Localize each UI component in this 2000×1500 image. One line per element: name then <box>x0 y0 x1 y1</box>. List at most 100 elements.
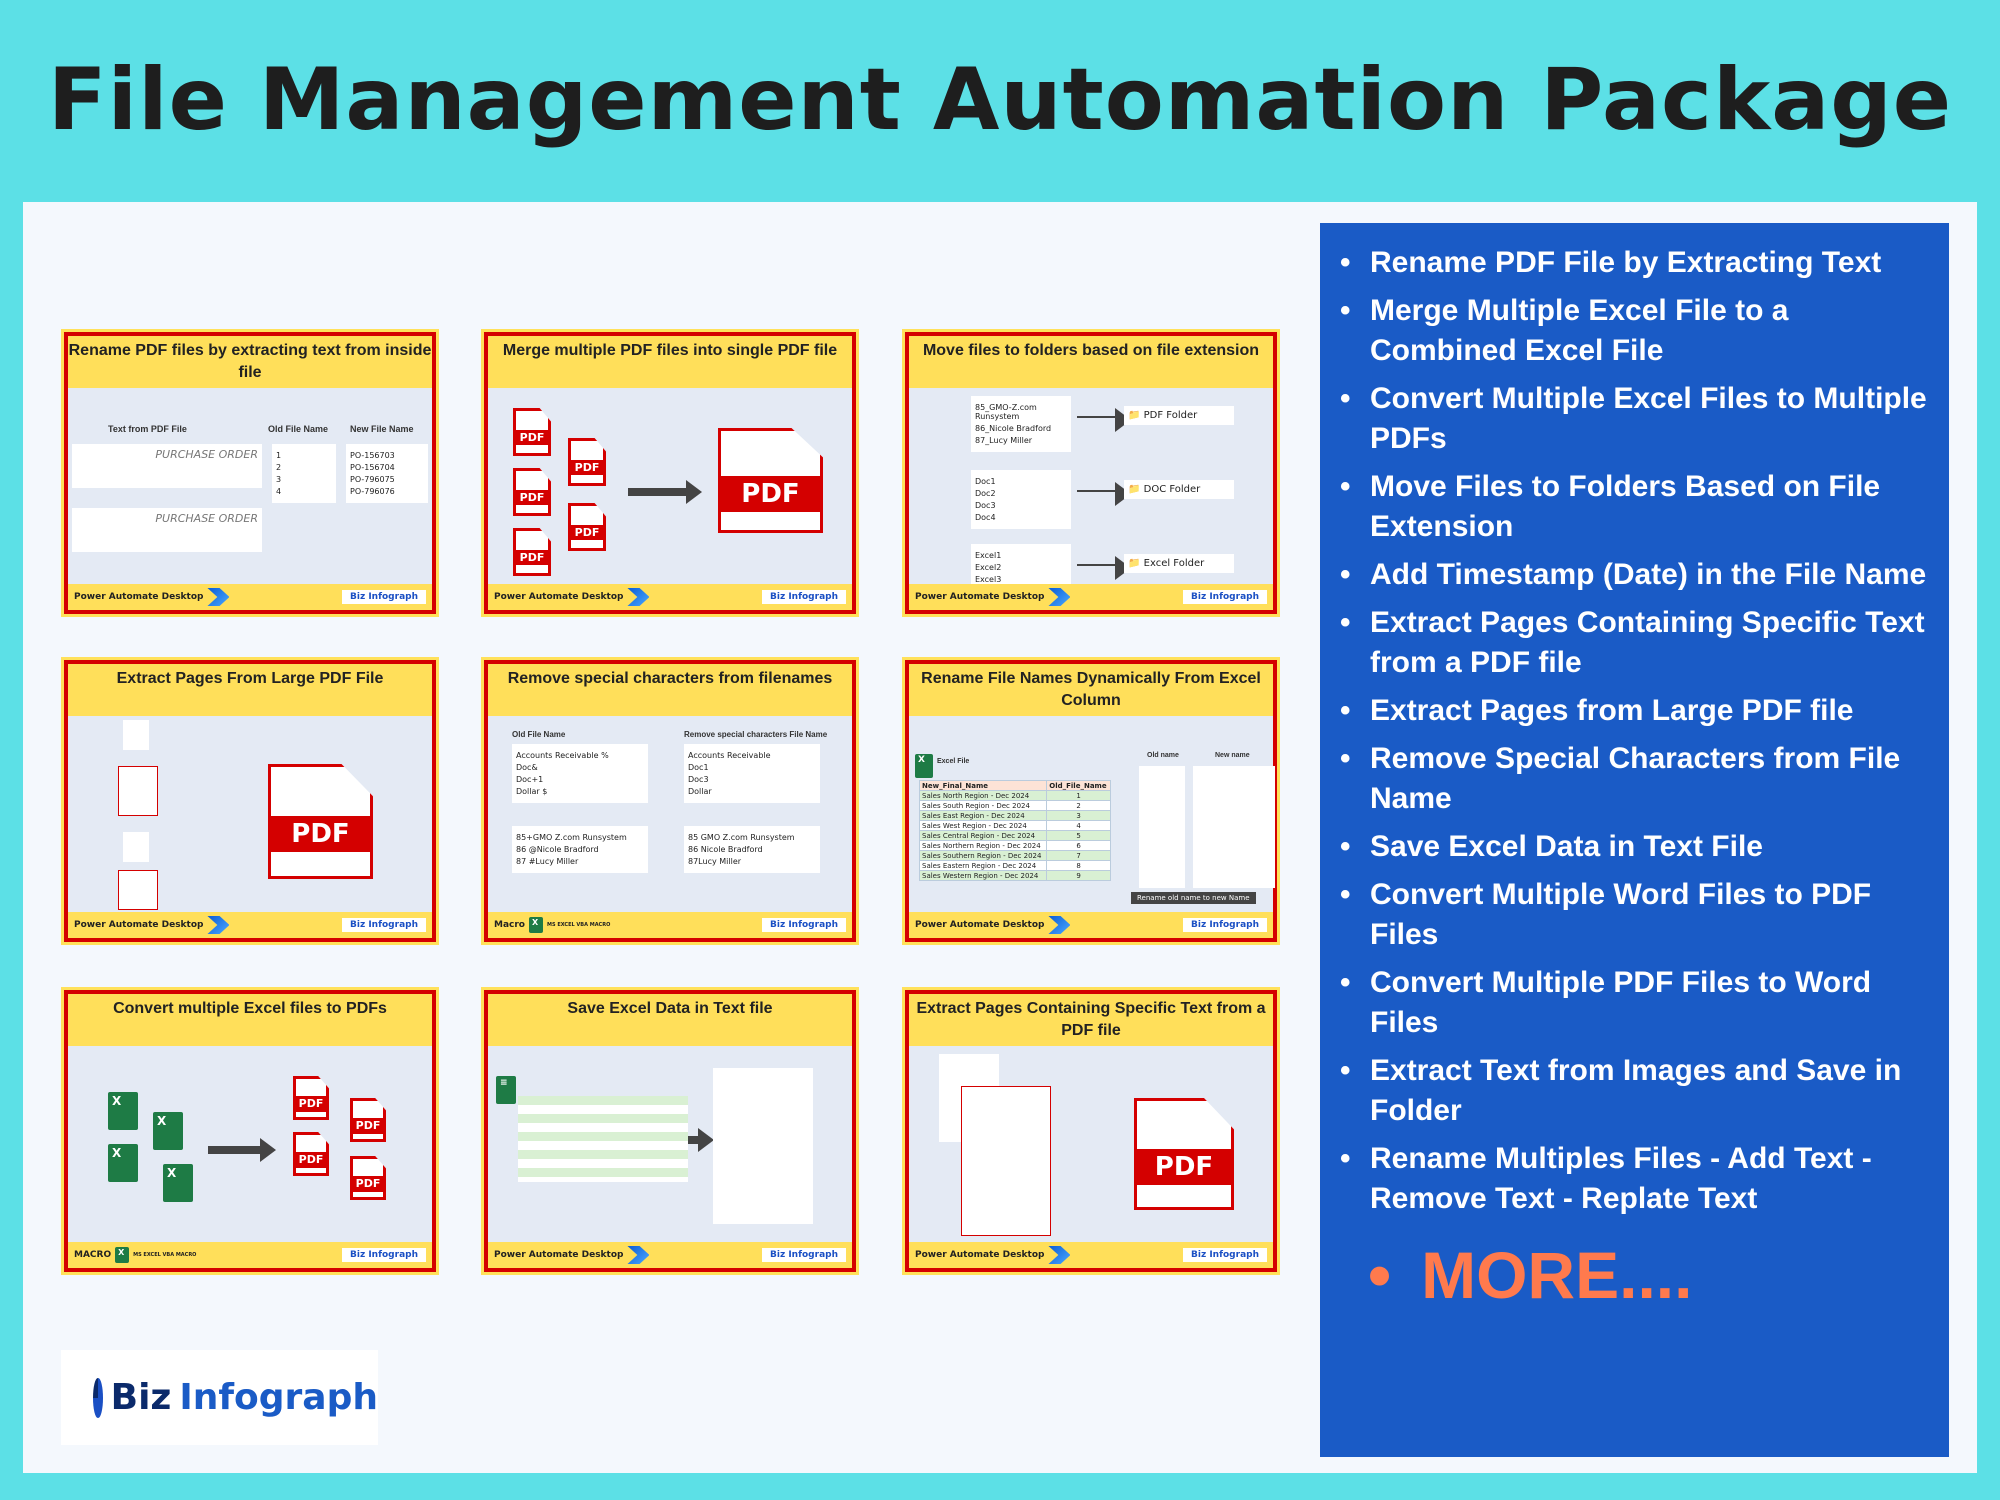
card-footer: Power Automate Desktop Biz Infograph <box>68 912 432 938</box>
card-illustration: Text from PDF File Old File Name New Fil… <box>68 388 432 584</box>
pdf-icon: PDF <box>268 764 373 879</box>
arrow <box>1077 408 1131 432</box>
file-name: 3 <box>276 475 282 484</box>
excel-label: Excel File <box>937 758 970 765</box>
biz-infograph-badge: Biz Infograph <box>1183 1248 1267 1262</box>
folder: 📁 Excel Folder <box>1124 554 1234 573</box>
pdf-icon: PDF <box>568 503 606 551</box>
power-automate-icon <box>1048 1246 1071 1264</box>
biz-infograph-badge: Biz Infograph <box>342 918 426 932</box>
page-title: File Management Automation Package <box>47 50 1953 150</box>
footer-label: Macro <box>494 920 525 930</box>
card-title: Extract Pages Containing Specific Text f… <box>909 994 1273 1046</box>
pdf-icon: PDF <box>513 468 551 516</box>
footer-label: Power Automate Desktop <box>494 1250 624 1260</box>
arrow <box>628 480 702 504</box>
biz-infograph-badge: Biz Infograph <box>342 590 426 604</box>
card-title: Remove special characters from filenames <box>488 664 852 716</box>
power-automate-icon <box>1048 916 1071 934</box>
file-name: 2 <box>276 463 282 472</box>
new-list <box>1193 766 1275 888</box>
file-name: PO-796076 <box>350 487 395 496</box>
col-label: Old File Name <box>512 730 566 739</box>
file-name: 85+GMO Z.com Runsystem <box>516 833 627 842</box>
file-name: 87Lucy Miller <box>688 857 742 866</box>
card-title: Extract Pages From Large PDF File <box>68 664 432 716</box>
card-title: Save Excel Data in Text file <box>488 994 852 1046</box>
card-illustration: PDF <box>909 1046 1273 1242</box>
power-automate-icon <box>207 588 230 606</box>
power-automate-icon <box>207 916 230 934</box>
file-name: 86 @Nicole Bradford <box>516 845 599 854</box>
col-label: New File Name <box>350 424 414 434</box>
excel-icon: X <box>915 754 933 778</box>
file-name: Dollar <box>688 787 712 796</box>
file-name: PO-156703 <box>350 451 395 460</box>
page-thumb <box>118 766 158 816</box>
feature-item: Rename Multiples Files - Add Text - Remo… <box>1340 1139 1927 1219</box>
file-name: 85_GMO-Z.com Runsystem <box>975 403 1037 421</box>
file-name: 87 #Lucy Miller <box>516 857 579 866</box>
feature-card: Save Excel Data in Text file ≡ Power Autom… <box>484 990 856 1272</box>
old-list <box>1139 766 1185 888</box>
card-illustration: ≡ <box>488 1046 852 1242</box>
footer-label: Power Automate Desktop <box>74 920 204 930</box>
pdf-icon: PDF <box>350 1098 386 1142</box>
logo-word1: Biz <box>110 1377 172 1418</box>
rename-arrow: Rename old name to new Name <box>1131 892 1256 904</box>
feature-item: Extract Text from Images and Save in Fol… <box>1340 1051 1927 1131</box>
file-name: 4 <box>276 487 282 496</box>
feature-item: Move Files to Folders Based on File Exte… <box>1340 467 1927 547</box>
pdf-icon: PDF <box>293 1132 329 1176</box>
feature-item: Convert Multiple Word Files to PDF Files <box>1340 875 1927 955</box>
purchase-order-doc: PURCHASE ORDER <box>72 444 262 488</box>
card-illustration: PDF <box>68 716 432 912</box>
file-name: Doc+1 <box>516 775 544 784</box>
folder: 📁 PDF Folder <box>1124 406 1234 425</box>
arrow <box>1077 482 1131 506</box>
file-name: 85 GMO Z.com Runsystem <box>688 833 795 842</box>
file-name: Excel2 <box>975 563 1002 572</box>
card-illustration: Old File Name Remove special characters F… <box>488 716 852 912</box>
col-label: Old File Name <box>268 424 329 434</box>
excel-icon: X <box>153 1112 183 1150</box>
card-title: Move files to folders based on file exte… <box>909 336 1273 388</box>
power-automate-icon <box>627 1246 650 1264</box>
feature-card: Move files to folders based on file exte… <box>905 332 1277 614</box>
feature-list-panel: Rename PDF File by Extracting TextMerge … <box>1320 223 1949 1457</box>
sheets-icon: ≡ <box>496 1076 516 1104</box>
file-name: Doc4 <box>975 513 996 522</box>
footer-label: Power Automate Desktop <box>494 592 624 602</box>
feature-item: Rename PDF File by Extracting Text <box>1340 243 1927 283</box>
excel-icon: X <box>108 1144 138 1182</box>
power-automate-icon <box>1048 588 1071 606</box>
col-label: Remove special characters File Name <box>684 730 828 739</box>
file-name: PO-796075 <box>350 475 395 484</box>
col-label: New name <box>1215 752 1250 759</box>
pdf-icon: PDF <box>513 528 551 576</box>
pdf-icon: PDF <box>568 438 606 486</box>
power-automate-icon <box>627 588 650 606</box>
biz-infograph-badge: Biz Infograph <box>1183 590 1267 604</box>
biz-infograph-badge: Biz Infograph <box>762 1248 846 1262</box>
feature-item: Convert Multiple Excel Files to Multiple… <box>1340 379 1927 459</box>
card-title: Convert multiple Excel files to PDFs <box>68 994 432 1046</box>
